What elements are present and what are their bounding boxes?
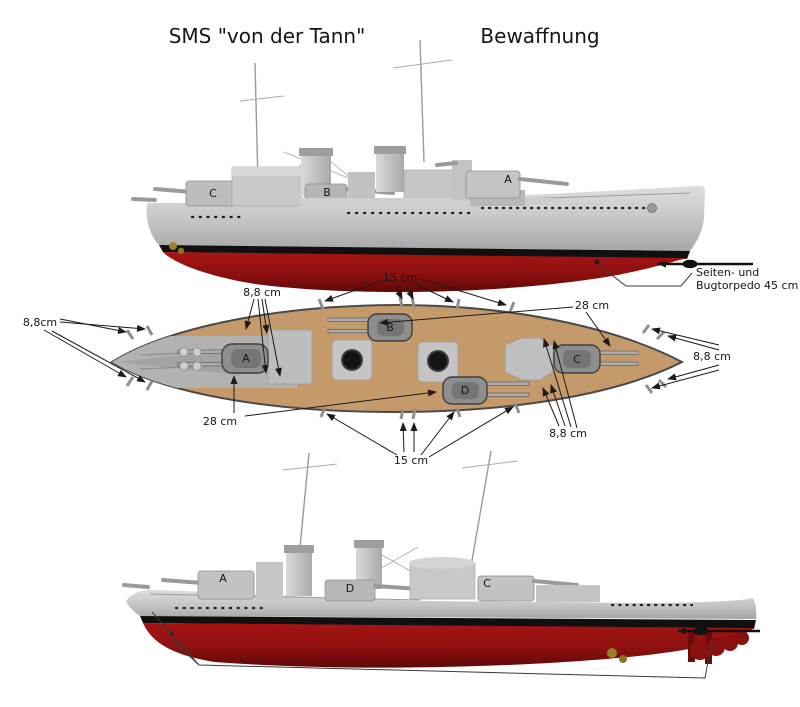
turret-c-label-bottom: C [483,577,491,590]
waterline-top-ship [159,245,690,259]
annotation-15cm-bottom: 15 cm [326,406,514,467]
superstructure-bottom-ship [122,540,600,602]
propeller-icon [619,655,627,663]
turret-a-plan: A [177,343,269,374]
forward-superstructure [267,329,313,385]
turret-c-plan-label: C [573,353,581,366]
top-side-view: C B A [131,39,705,292]
caption-88-topleft: 8,8 cm [243,286,281,299]
aft-tower [409,562,476,600]
superstructure-top-ship [131,146,657,213]
turret-d-plan: D [442,376,530,405]
aft-superstructure [504,337,554,381]
turret-d-plan-label: D [461,384,469,397]
caliber-annotations: 15 cm 8,8 cm 28 cm 8,8cm [23,271,731,467]
bow-structure [116,349,240,375]
turret-c-side-bottom [477,575,535,602]
torpedo-annotation-top: Seiten- und Bugtorpedo 45 cm [599,259,798,292]
hull-red-top-ship [163,252,687,292]
annotation-28-bottomleft: 28 cm [203,375,437,428]
caption-15cm-top: 15 cm [383,271,417,284]
masts-bottom-ship [282,450,519,591]
torpedo-body-icon [682,259,698,269]
annotation-88-bottomright: 8,8 cm [542,338,587,440]
caption-88-right: 8,8 cm [693,350,731,363]
portholes-top-ship [190,206,652,219]
waterline-bottom-ship [140,616,756,629]
anchor-icon [647,203,657,213]
turret-c-label: C [209,187,217,200]
side-torpedo-tube-mark [594,259,600,265]
hull-red-bottom-ship [143,623,754,668]
masts-top-ship [239,39,453,183]
caption-28-topright: 28 cm [575,299,609,312]
turret-a-plan-label: A [242,352,250,365]
turret-b-plan: B [327,313,413,342]
propeller-icon [169,242,177,250]
turret-d-label-bottom: D [346,582,354,595]
annotation-88-topleft: 8,8 cm [243,286,282,377]
torpedo-connector-line [599,265,693,287]
caption-28-bottomleft: 28 cm [203,415,237,428]
annotation-28-topright: 28 cm [379,299,611,347]
turret-a-side [465,170,521,199]
page-title: SMS "von der Tann" [169,24,366,48]
turret-c-plan: C [553,344,639,374]
funnel-1-icon [286,548,312,596]
propeller-icon [607,648,617,658]
turret-a-label-bottom: A [219,572,227,585]
turret-a-label: A [504,173,512,186]
caption-15cm-bottom: 15 cm [394,454,428,467]
propeller-icon [177,247,185,255]
turret-b-label: B [323,186,331,199]
funnel-2-icon [376,149,404,192]
torpedo-body-icon [693,626,709,636]
torpedo-label-line2: Bugtorpedo 45 cm [696,279,798,292]
turret-b-plan-label: B [386,321,394,334]
torpedo-connector-line [171,639,200,666]
page-subtitle: Bewaffnung [480,24,599,48]
annotation-88-left: 8,8cm [23,316,146,383]
caption-88-bottomright: 8,8 cm [549,427,587,440]
portholes-bottom-ship [174,603,694,610]
stern-propellers-rudder [607,631,749,664]
caption-88-left: 8,8cm [23,316,57,329]
plan-view: A B D C [110,296,685,420]
torpedo-connector-line [151,611,713,679]
turret-d-side-bottom [324,579,376,602]
annotation-15cm-top: 15 cm [324,271,507,307]
torpedo-label-line1: Seiten- und [696,266,759,279]
casemate-gun-stubs [125,296,668,420]
turret-a-side-bottom [197,570,255,600]
annotation-88-right: 8,8 cm [651,327,731,390]
header: SMS "von der Tann" Bewaffnung [169,24,600,48]
torpedo-annotation-bottom [151,611,760,679]
bottom-side-view: A D C [122,450,757,668]
